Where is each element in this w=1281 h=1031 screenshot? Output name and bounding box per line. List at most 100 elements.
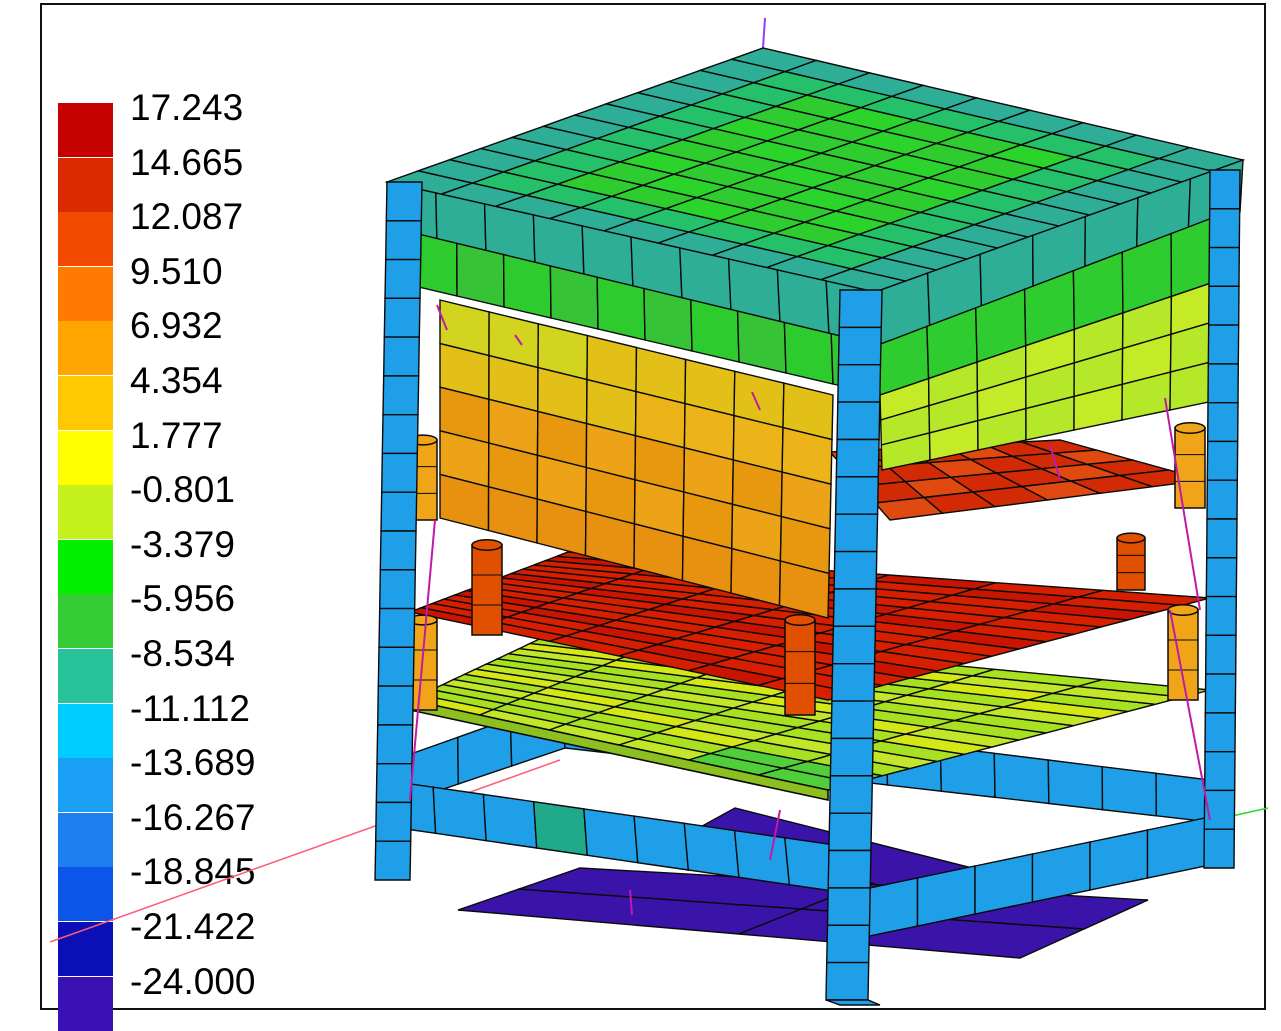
column-front-left [376,724,414,765]
legend-label: -21.422 [130,906,256,947]
legend-label: -16.267 [130,796,256,838]
legend-label: 1.777 [130,414,223,456]
front-panel-cell [778,560,830,619]
legend-swatch [58,430,113,485]
legend-label: 9.510 [130,250,223,292]
column-front-center [828,812,873,852]
legend-swatch [58,812,113,867]
column-front-left [383,297,421,338]
green-band-front [690,298,740,363]
standoff-mid-front-cap [784,614,816,626]
column-front-left [385,181,423,222]
legend-swatch [58,922,113,976]
legend-swatch [58,103,113,157]
legend-label: -0.801 [130,469,235,511]
column-back-right [1204,712,1237,753]
column-front-center [829,737,874,777]
legend-label: -24.000 [130,960,256,1002]
legend-swatch [58,649,113,703]
column-front-center [831,663,876,702]
column-front-center [827,849,872,889]
standoff-right-lower-cap [1167,604,1199,616]
column-front-left [378,569,417,610]
legend-swatch [58,157,113,212]
column-back-right [1205,518,1238,559]
column-front-left [380,452,419,493]
standoff-mid-left [471,544,503,636]
lower-frame-front-beam [633,815,690,871]
wire-element [629,889,633,916]
column-front-left [376,685,415,726]
column-front-left [384,220,423,261]
wire-element [514,334,523,346]
column-back-right [1203,751,1236,792]
column-back-right [1208,169,1241,210]
lower-frame-right-beam [1031,841,1091,903]
column-front-left [380,491,418,532]
column-front-center [833,550,878,590]
green-band-front [736,310,787,374]
column-back-right [1205,595,1238,636]
legend-label: -13.689 [130,742,256,784]
lower-frame-front-beam [683,822,740,879]
column-front-center [826,887,871,926]
legend-label: -8.534 [130,633,235,674]
legend-swatch [58,539,113,594]
wire-element [1164,397,1201,611]
column-front-center [832,588,877,627]
legend-label: 4.354 [130,360,223,401]
column-front-left [384,258,422,299]
lower-frame-back-beam [993,752,1050,805]
lower-frame-front-beam [432,786,487,842]
lower-frame-front-beam [482,793,538,849]
legend-swatch [58,703,113,758]
lower-frame-right-beam [1089,829,1149,891]
column-back-right [1204,673,1237,714]
column-back-right [1203,828,1236,869]
column-front-center [835,438,880,478]
wire-element [409,519,436,801]
legend-swatch [58,266,113,321]
wire-element [1049,444,1061,481]
column-front-left [379,530,417,571]
green-band-front [549,265,599,330]
legend-label: -18.845 [130,851,256,893]
z-axis-line [762,17,766,49]
column-front-left [378,607,416,648]
column-front-center [837,326,883,366]
green-band-front [456,242,505,308]
legend-swatch [58,376,113,430]
column-front-center [834,476,880,515]
wire-element [1169,609,1211,821]
legend-label: -5.956 [130,578,235,620]
standoff-back-right [1116,537,1146,591]
column-front-center [828,775,874,814]
lower-frame-right-beam [1146,817,1206,879]
column-back-right [1206,479,1239,520]
column-front-left [377,646,415,687]
x-axis-line [49,759,561,943]
column-front-center [837,364,882,403]
standoff-back-right-cap [1116,532,1146,544]
column-front-left [375,763,413,804]
legend-label: -3.379 [130,523,235,565]
column-front-left [374,801,413,842]
wire-element [436,304,448,331]
standoff-mid-front [784,619,816,716]
legend-label: -11.112 [130,687,250,729]
legend-swatch [58,212,113,267]
upper-structure [384,47,1246,471]
column-back-right [1207,285,1240,326]
column-back-right [1206,402,1239,443]
column-back-right [1206,440,1239,481]
column-front-center [825,961,870,1001]
legend-label: 17.243 [130,87,244,128]
legend-swatch [58,758,113,813]
lower-frame-back-beam [1047,759,1104,811]
column-front-left [374,840,412,881]
column-back-right [1207,324,1240,365]
legend-swatch [58,321,113,376]
green-band-front [643,287,693,352]
wire-element [769,809,781,861]
